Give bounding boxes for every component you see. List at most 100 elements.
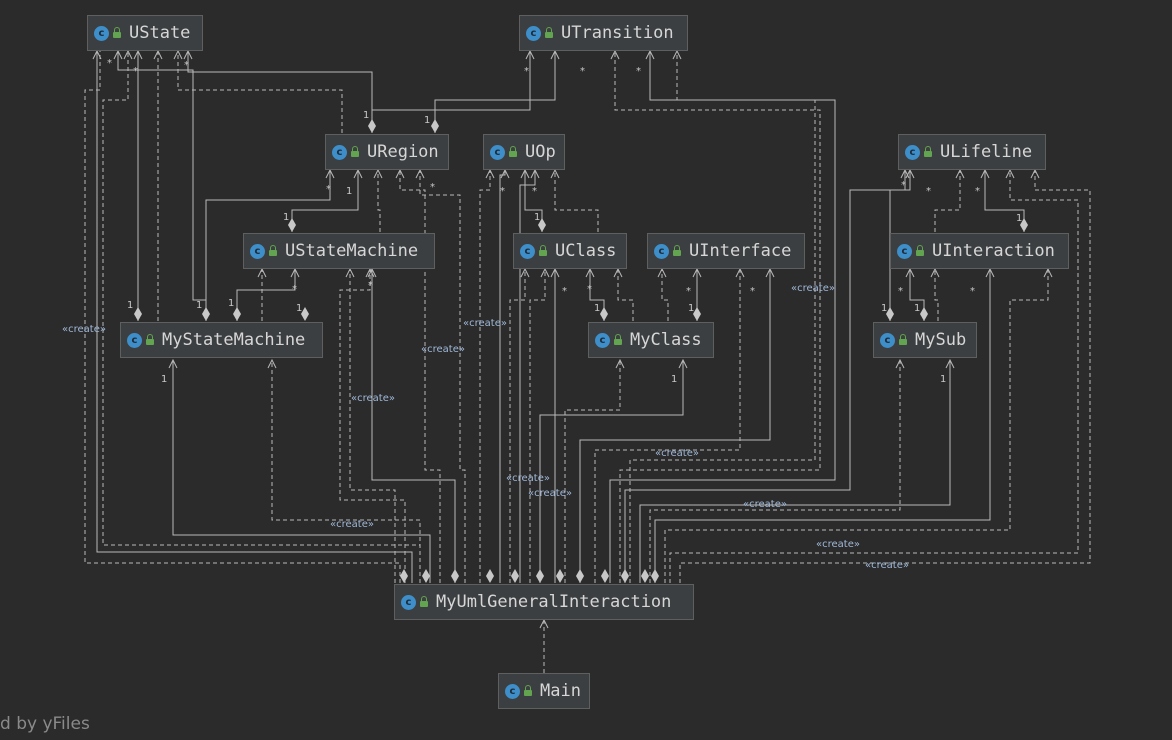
class-node-utransition[interactable]: c UTransition (519, 15, 688, 51)
class-node-uop[interactable]: c UOp (483, 134, 565, 170)
multiplicity-label: 1 (1016, 213, 1023, 224)
dep-create-utransition (614, 51, 821, 583)
arrowhead (520, 267, 530, 278)
dep-create-ustate (84, 51, 401, 583)
create-label: «create» (743, 499, 787, 510)
class-name: MyUmlGeneralInteraction (436, 592, 672, 612)
dep-uclass-uop (554, 170, 599, 232)
class-icon: c (94, 25, 109, 41)
arrowhead (520, 168, 530, 179)
diamond (202, 307, 210, 321)
class-node-uclass[interactable]: c UClass (513, 233, 627, 269)
multiplicity-label: * (686, 286, 691, 297)
lock-icon (269, 245, 277, 256)
arrowhead (905, 168, 915, 179)
class-node-uinteraction[interactable]: c UInteraction (890, 233, 1069, 269)
class-node-myclass[interactable]: c MyClass (588, 322, 714, 358)
diamond (486, 569, 494, 583)
arrowhead (945, 358, 955, 369)
class-node-uinterface[interactable]: c UInterface (647, 233, 805, 269)
arrowhead (345, 267, 355, 278)
arrowhead (395, 168, 405, 179)
create-label: «create» (421, 344, 465, 355)
class-name: Main (540, 681, 581, 701)
arrowhead (540, 267, 550, 278)
class-name: UClass (555, 241, 617, 261)
arrowhead (615, 358, 625, 369)
class-node-mysub[interactable]: c MySub (873, 322, 977, 358)
diamond (601, 569, 609, 583)
class-name: UState (129, 23, 191, 43)
multiplicity-label: * (970, 286, 975, 297)
diamond (536, 569, 544, 583)
arrowhead (657, 267, 667, 278)
arrowhead (585, 267, 595, 278)
arrowhead (550, 267, 560, 278)
dep-create-mysub (649, 360, 901, 583)
multiplicity-label: 1 (671, 374, 678, 385)
class-name: MyClass (630, 330, 702, 350)
lock-icon (673, 245, 681, 256)
diamond (288, 218, 296, 232)
class-node-myumlgeneralinteraction[interactable]: c MyUmlGeneralInteraction (394, 584, 694, 620)
multiplicity-label: 1 (296, 303, 303, 314)
edge-main-myclass (539, 360, 684, 583)
multiplicity-label: 1 (914, 303, 921, 314)
arrowhead (610, 49, 620, 60)
class-node-ustatemachine[interactable]: c UStateMachine (243, 233, 435, 269)
class-node-main[interactable]: c Main (498, 673, 590, 709)
multiplicity-label: * (326, 184, 331, 195)
diamond (233, 307, 241, 321)
dep-create-uinteraction (664, 269, 1049, 583)
class-icon: c (905, 144, 920, 160)
diamond (693, 307, 701, 321)
dep-create-mystatemachine (271, 360, 421, 583)
multiplicity-label: 1 (346, 186, 353, 197)
dep-ustatemachine-uregion (377, 170, 381, 232)
diamond (301, 307, 309, 321)
multiplicity-label: 1 (688, 303, 695, 314)
class-icon: c (250, 243, 265, 259)
diamond (134, 307, 142, 321)
class-name: UTransition (561, 23, 674, 43)
arrowhead (353, 168, 363, 179)
diamond (538, 218, 546, 232)
arrowhead (692, 267, 702, 278)
lock-icon (916, 245, 924, 256)
dep-create-ustatemachine-2 (339, 269, 406, 583)
dep-myclass-uclass (661, 269, 669, 321)
arrowhead (930, 267, 940, 278)
dep-create-uop (479, 170, 491, 583)
class-name: MyStateMachine (162, 330, 306, 350)
class-name: URegion (367, 142, 439, 162)
lock-icon (351, 146, 359, 157)
diamond (511, 569, 519, 583)
arrowhead (113, 49, 123, 60)
diamond (651, 569, 659, 583)
dep-create-uinterface (594, 269, 741, 583)
edge-uregion-ustate (187, 51, 373, 133)
multiplicity-label: 1 (881, 303, 888, 314)
dep-create-ulifeline-2 (669, 170, 1079, 583)
arrowhead (415, 168, 425, 179)
multiplicity-label: 1 (534, 212, 541, 223)
class-node-uregion[interactable]: c URegion (325, 134, 449, 170)
multiplicity-label: * (524, 66, 529, 77)
class-node-ulifeline[interactable]: c ULifeline (898, 134, 1046, 170)
dep-myclass-uclass-2 (617, 269, 634, 321)
create-label: «create» (506, 473, 550, 484)
arrowhead (173, 49, 183, 60)
class-node-mystatemachine[interactable]: c MyStateMachine (120, 322, 323, 358)
multiplicity-label: 1 (594, 303, 601, 314)
arrowhead (525, 49, 535, 60)
class-icon: c (490, 144, 505, 160)
create-label: «create» (865, 560, 909, 571)
arrowhead (645, 49, 655, 60)
arrowhead (92, 49, 102, 60)
dep-create-utransition-2 (629, 51, 816, 583)
class-node-ustate[interactable]: c UState (87, 15, 203, 51)
edge-mystatemachine-ustatemachine (236, 269, 296, 321)
multiplicity-label: 1 (940, 374, 947, 385)
multiplicity-label: * (975, 186, 980, 197)
arrowhead (485, 168, 495, 179)
